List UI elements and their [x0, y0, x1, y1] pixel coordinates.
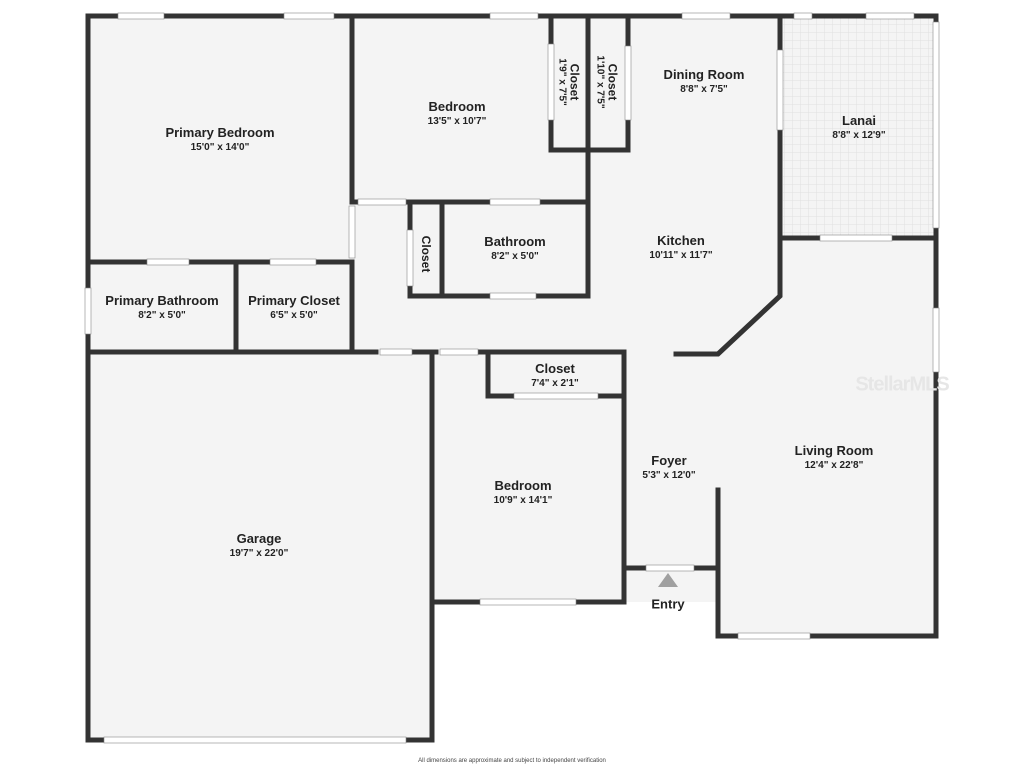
- windows: [84, 12, 940, 744]
- room-dimensions: 15'0" x 14'0": [190, 142, 250, 153]
- room-name: Primary Bedroom: [165, 125, 275, 140]
- room-closet-1: Closet 1'9" x 7'5": [557, 58, 582, 106]
- room-dimensions: 5'3" x 12'0": [642, 470, 696, 481]
- room-closet-3: Closet: [419, 236, 433, 273]
- room-primary-closet: Primary Closet 6'5" x 5'0": [248, 293, 340, 321]
- room-name: Bedroom: [494, 478, 552, 493]
- room-primary-bedroom: Primary Bedroom 15'0" x 14'0": [165, 125, 274, 153]
- room-living-room: Living Room 12'4" x 22'8": [795, 443, 874, 471]
- floor-areas: [88, 16, 936, 740]
- room-name: Kitchen: [657, 233, 705, 248]
- room-name: Garage: [236, 531, 282, 546]
- room-dimensions: 1'9" x 7'5": [556, 58, 568, 106]
- room-foyer: Foyer 5'3" x 12'0": [642, 453, 695, 481]
- room-bedroom-1: Bedroom 13'5" x 10'7": [428, 99, 487, 127]
- room-name: Closet: [535, 361, 575, 376]
- room-bathroom: Bathroom 8'2" x 5'0": [484, 234, 545, 262]
- room-primary-bathroom: Primary Bathroom 8'2" x 5'0": [105, 293, 218, 321]
- room-name: Primary Closet: [248, 293, 340, 308]
- footnote: All dimensions are approximate and subje…: [418, 758, 606, 764]
- entry-arrow-icon: [658, 573, 678, 587]
- room-lanai: Lanai 8'8" x 12'9": [832, 113, 885, 141]
- room-name: Living Room: [794, 443, 874, 458]
- room-name: Foyer: [651, 453, 687, 468]
- room-dimensions: 12'4" x 22'8": [804, 460, 864, 471]
- room-garage: Garage 19'7" x 22'0": [230, 531, 289, 559]
- room-bedroom-2: Bedroom 10'9" x 14'1": [494, 478, 553, 506]
- room-name: Dining Room: [663, 67, 745, 82]
- room-name: Bedroom: [428, 99, 486, 114]
- room-dimensions: 13'5" x 10'7": [427, 116, 487, 127]
- room-closet-2: Closet 1'10" x 7'5": [595, 55, 620, 108]
- room-name: Closet: [605, 63, 620, 101]
- entry-label: Entry: [651, 596, 685, 612]
- room-name: Lanai: [842, 113, 876, 128]
- room-dimensions: 19'7" x 22'0": [229, 548, 289, 559]
- watermark: StellarMLS: [855, 373, 949, 396]
- lanai-floor: [783, 16, 936, 238]
- room-name: Primary Bathroom: [105, 293, 219, 308]
- room-dimensions: 8'2" x 5'0": [491, 251, 539, 262]
- room-dimensions: 8'8" x 7'5": [680, 84, 728, 95]
- room-name: Closet: [419, 235, 433, 273]
- room-dimensions: 7'4" x 2'1": [531, 378, 579, 389]
- room-kitchen: Kitchen 10'11" x 11'7": [649, 233, 712, 261]
- room-dining-room: Dining Room 8'8" x 7'5": [664, 67, 745, 95]
- room-dimensions: 6'5" x 5'0": [270, 310, 318, 321]
- room-closet-4: Closet 7'4" x 2'1": [531, 361, 579, 389]
- room-dimensions: 1'10" x 7'5": [594, 55, 606, 109]
- room-name: Bathroom: [484, 234, 546, 249]
- room-dimensions: 8'2" x 5'0": [138, 310, 186, 321]
- room-name: Closet: [567, 63, 582, 101]
- room-dimensions: 10'9" x 14'1": [493, 495, 553, 506]
- room-dimensions: 8'8" x 12'9": [832, 130, 886, 141]
- room-dimensions: 10'11" x 11'7": [649, 250, 713, 261]
